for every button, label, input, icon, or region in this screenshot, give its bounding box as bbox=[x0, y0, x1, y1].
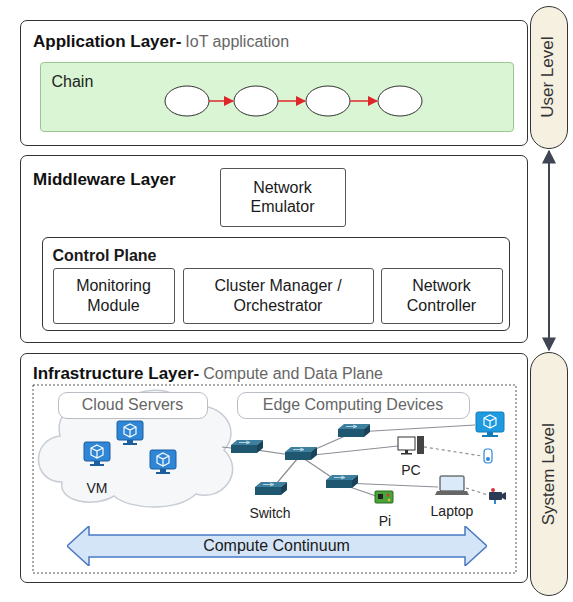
network-link bbox=[344, 485, 376, 496]
group-tag: Edge Computing Devices bbox=[237, 392, 470, 419]
component-box: Cluster Manager / Orchestrator bbox=[183, 268, 374, 324]
level-label: System Level bbox=[539, 423, 559, 525]
dotted-region bbox=[33, 385, 516, 573]
component-box: Monitoring Module bbox=[53, 268, 175, 324]
heading: Control Plane bbox=[53, 246, 157, 265]
device-label: Laptop bbox=[431, 503, 474, 519]
plane-box: Control PlaneMonitoring Module Cluster Ma… bbox=[42, 237, 510, 331]
switch-icon bbox=[338, 424, 370, 437]
layer-subtitle: Compute and Data Plane bbox=[199, 365, 383, 382]
box-label: Monitoring Module bbox=[62, 276, 166, 314]
layer-title: Infrastructure Layer- bbox=[33, 364, 199, 383]
level-pill: User Level bbox=[530, 6, 568, 149]
device-label-text: Laptop bbox=[431, 503, 474, 519]
box-label: Edge Computing Devices bbox=[263, 395, 444, 414]
level-connector bbox=[548, 151, 550, 350]
switch-icon bbox=[231, 440, 263, 453]
network-link bbox=[303, 458, 340, 483]
level-pill: System Level bbox=[530, 352, 568, 596]
chain-circle bbox=[234, 86, 278, 116]
layer-box: Infrastructure Layer-Compute and Data Pl… bbox=[20, 353, 528, 583]
laptop-icon bbox=[435, 476, 469, 495]
component-box: Network Controller bbox=[381, 268, 503, 324]
vm-icon bbox=[117, 421, 143, 445]
switch-icon bbox=[255, 482, 287, 495]
monitor-icon bbox=[476, 412, 504, 437]
box-label: Compute Continuum bbox=[203, 536, 350, 555]
heading: Application Layer-IoT application bbox=[33, 32, 289, 52]
vm-icon bbox=[84, 442, 110, 466]
layer-title: Middleware Layer bbox=[33, 170, 176, 189]
device-label-text: VM bbox=[87, 480, 108, 496]
device-label: PC bbox=[401, 462, 420, 478]
box-label: Network Emulator bbox=[229, 178, 337, 216]
device-label: Pi bbox=[379, 513, 391, 529]
heading: Chain bbox=[52, 72, 94, 91]
network-link bbox=[344, 483, 438, 487]
layer-box: Middleware Layer Network EmulatorControl … bbox=[20, 155, 528, 343]
chain-arrow bbox=[278, 100, 305, 102]
cloud-shape bbox=[38, 390, 232, 507]
component-box: Network Emulator bbox=[220, 168, 346, 227]
device-label-text: PC bbox=[401, 462, 420, 478]
arrow-shape bbox=[67, 526, 487, 566]
device-label: Switch bbox=[249, 505, 290, 521]
wireless-link bbox=[418, 446, 482, 456]
camera-icon bbox=[489, 488, 506, 504]
level-label: User Level bbox=[539, 37, 559, 118]
device-label: VM bbox=[87, 480, 108, 496]
sensor-icon bbox=[484, 449, 492, 463]
chain-arrow bbox=[350, 100, 377, 102]
box-label: Network Controller bbox=[390, 276, 494, 314]
chain-circle bbox=[378, 86, 422, 116]
layer-subtitle: IoT application bbox=[181, 33, 289, 50]
pc-icon bbox=[398, 436, 424, 455]
heading: Infrastructure Layer-Compute and Data Pl… bbox=[33, 364, 383, 384]
network-link bbox=[250, 449, 298, 456]
box-label: Cluster Manager / Orchestrator bbox=[192, 276, 365, 314]
network-link bbox=[304, 446, 398, 456]
switch-icon bbox=[326, 475, 358, 488]
network-link bbox=[356, 425, 475, 432]
layer-title: Application Layer- bbox=[33, 32, 181, 51]
network-link bbox=[271, 458, 298, 490]
heading: Middleware Layer bbox=[33, 170, 176, 190]
chain-arrow bbox=[209, 100, 233, 102]
network-link bbox=[222, 447, 240, 449]
chain-box: Chain bbox=[40, 62, 514, 132]
network-link bbox=[302, 433, 352, 455]
group-title: Chain bbox=[52, 73, 94, 90]
chain-circle bbox=[306, 86, 350, 116]
network-links bbox=[222, 425, 488, 496]
chain-circle bbox=[165, 86, 209, 116]
pi-icon bbox=[375, 491, 393, 503]
device-label-text: Switch bbox=[249, 505, 290, 521]
group-title: Control Plane bbox=[53, 247, 157, 264]
vm-icon bbox=[150, 450, 176, 474]
group-tag: Cloud Servers bbox=[58, 392, 208, 419]
device-label-text: Pi bbox=[379, 513, 391, 529]
switch-icon bbox=[285, 447, 317, 460]
box-label: Cloud Servers bbox=[82, 395, 183, 414]
chain-steps bbox=[165, 86, 422, 116]
continuum-arrow: Compute Continuum bbox=[67, 526, 487, 566]
wireless-link bbox=[466, 488, 488, 495]
layer-box: Application Layer-IoT applicationChain bbox=[20, 20, 528, 146]
